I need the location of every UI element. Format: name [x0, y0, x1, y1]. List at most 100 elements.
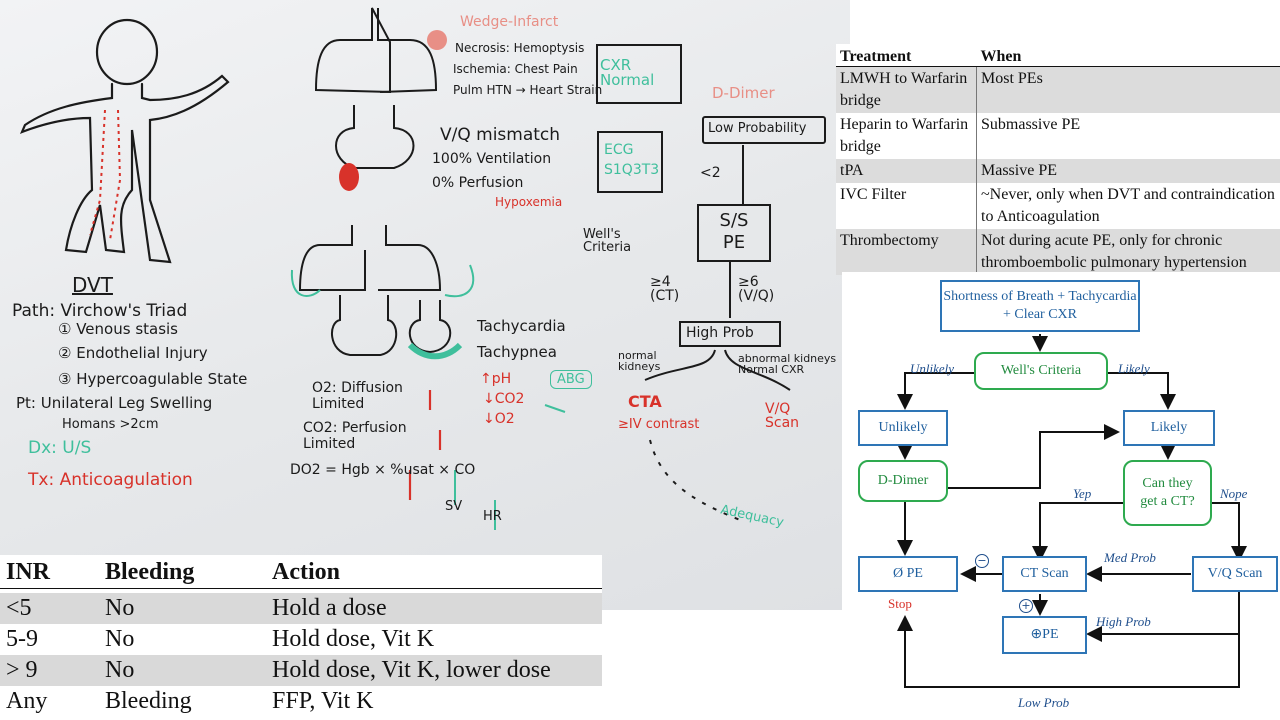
table-row: Any Bleeding FFP, Vit K	[0, 686, 602, 717]
veins-red	[89, 109, 122, 241]
when-cell: ~Never, only when DVT and contraindicati…	[981, 186, 1275, 225]
lungs-top	[314, 7, 438, 169]
wb-normal-kidneys: normal kidneys	[618, 349, 661, 373]
table-row: IVC Filter ~Never, only when DVT and con…	[836, 183, 1280, 229]
start-box: Shortness of Breath + Tachycardia + Clea…	[940, 280, 1140, 332]
wells-criteria-box: Well's Criteria	[974, 352, 1108, 390]
inr-cell: <5	[6, 595, 32, 621]
wb-pulm-htn: Pulm HTN → Heart Strain	[453, 83, 603, 97]
unlikely-box: Unlikely	[858, 410, 948, 446]
wb-cxr: CXR Normal	[600, 56, 655, 89]
unlikely-label: Unlikely	[910, 361, 955, 376]
when-cell: Most PEs	[976, 66, 1280, 113]
bleeding-cell: Bleeding	[105, 688, 192, 714]
wb-ge6: ≥6 (V/Q)	[738, 274, 775, 304]
wb-vq-scan: V/Q Scan	[765, 401, 800, 431]
wb-ischemia: Ischemia: Chest Pain	[453, 62, 578, 76]
treatment-cell: Heparin to Warfarin bridge	[836, 113, 977, 159]
wb-o2: ↓O2	[483, 411, 515, 427]
wb-ss-pe: S/S PE	[719, 210, 749, 253]
wb-dvt: DVT	[72, 273, 113, 297]
wb-homans: Homans >2cm	[62, 417, 159, 432]
bleeding-cell: No	[105, 595, 135, 621]
wb-cta: CTA	[628, 392, 662, 411]
table-row: <5 No Hold a dose	[0, 593, 602, 624]
table-row: Thrombectomy Not during acute PE, only f…	[836, 229, 1280, 275]
red-arrows	[408, 390, 442, 500]
wb-iv-contrast: ≥IV contrast	[618, 417, 700, 432]
table-row: Heparin to Warfarin bridge Submassive PE	[836, 113, 1280, 159]
wb-sv: SV	[445, 499, 463, 514]
treatment-table: Treatment When LMWH to Warfarin bridge M…	[836, 44, 1280, 275]
inr-table: INR Bleeding Action <5 No Hold a dose 5-…	[0, 555, 602, 720]
wb-hr: HR	[483, 509, 502, 524]
wb-path: Path: Virchow's Triad	[12, 301, 188, 321]
wb-do2: DO2 = Hgb × %usat × CO	[290, 462, 476, 478]
treatment-header: Treatment	[836, 44, 977, 67]
treatment-cell: tPA	[836, 159, 977, 183]
bleeding-header: Bleeding	[105, 559, 195, 585]
low-prob-label: Low Prob	[1018, 695, 1070, 710]
stop-label: Stop	[888, 596, 912, 611]
wb-tachypnea: Tachypnea	[477, 343, 557, 361]
wb-ge4: ≥4 (CT)	[650, 274, 680, 304]
med-prob-label: Med Prob	[1104, 550, 1156, 565]
whiteboard-image: Wedge-Infarct Necrosis: Hemoptysis Ische…	[0, 0, 850, 610]
pe-flowchart: Shortness of Breath + Tachycardia + Clea…	[842, 272, 1280, 720]
vq-scan-box: V/Q Scan	[1192, 556, 1278, 592]
likely-box: Likely	[1123, 410, 1215, 446]
action-cell: Hold dose, Vit K, lower dose	[272, 657, 551, 683]
wb-co2: ↓CO2	[483, 391, 525, 407]
positive-pe-box: ⊕PE	[1002, 616, 1087, 654]
minus-icon: −	[975, 554, 989, 568]
wb-wells: Well's Criteria	[583, 227, 632, 255]
wb-hypercoag: ③ Hypercoagulable State	[58, 370, 248, 388]
wb-hypoxemia: Hypoxemia	[495, 195, 563, 209]
green-arrows	[290, 264, 566, 530]
action-cell: FFP, Vit K	[272, 688, 374, 714]
inr-cell: > 9	[6, 657, 38, 683]
yep-label: Yep	[1073, 486, 1092, 501]
high-prob-label: High Prob	[1096, 614, 1151, 629]
table-row: 5-9 No Hold dose, Vit K	[0, 624, 602, 655]
wb-endothelial: ② Endothelial Injury	[58, 344, 208, 362]
table-row: > 9 No Hold dose, Vit K, lower dose	[0, 655, 602, 686]
treatment-cell: IVC Filter	[836, 183, 977, 229]
wb-high-prob: High Prob	[686, 325, 754, 341]
flowchart-connectors	[897, 334, 1247, 688]
wb-ecg: ECG S1Q3T3	[604, 142, 660, 178]
pe-flow	[596, 44, 826, 391]
ddimer-box: D-Dimer	[858, 460, 948, 502]
bleeding-cell: No	[105, 626, 135, 652]
clot-drawing	[339, 163, 359, 191]
wb-co2-perfusion: CO2: Perfusion Limited	[303, 420, 407, 452]
when-cell: Massive PE	[976, 159, 1280, 183]
wb-perfusion: 0% Perfusion	[432, 175, 524, 191]
plus-icon: +	[1019, 599, 1033, 613]
inr-header-row: INR Bleeding Action	[0, 557, 602, 589]
wb-dx: Dx: U/S	[28, 438, 92, 458]
body-drawing	[19, 18, 230, 264]
wb-low-prob: Low Probability	[708, 121, 807, 136]
wb-wedge: Wedge-Infarct	[460, 14, 559, 30]
table-row: LMWH to Warfarin bridge Most PEs	[836, 66, 1280, 113]
dotted-curve	[649, 439, 741, 521]
wb-ventilation: 100% Ventilation	[432, 151, 552, 167]
table-row: tPA Massive PE	[836, 159, 1280, 183]
when-cell: Not during acute PE, only for chronic th…	[976, 229, 1280, 275]
treatment-header-row: Treatment When	[836, 44, 1280, 67]
infarct-drawing	[427, 30, 447, 50]
treatment-cell: Thrombectomy	[836, 229, 977, 275]
wb-abnormal-kidneys: abnormal kidneys Normal CXR	[738, 352, 837, 376]
wb-abg: ABG	[550, 370, 592, 389]
wb-o2-diffusion: O2: Diffusion Limited	[312, 380, 403, 412]
wb-vq-mismatch: V/Q mismatch	[440, 125, 561, 145]
wb-venous: ① Venous stasis	[58, 320, 178, 338]
wb-necrosis: Necrosis: Hemoptysis	[455, 41, 585, 55]
treatment-cell: LMWH to Warfarin bridge	[836, 66, 977, 113]
likely-label: Likely	[1118, 361, 1150, 376]
action-cell: Hold dose, Vit K	[272, 626, 435, 652]
no-pe-box: Ø PE	[858, 556, 958, 592]
inr-cell: 5-9	[6, 626, 38, 652]
alveoli-green	[407, 342, 463, 360]
